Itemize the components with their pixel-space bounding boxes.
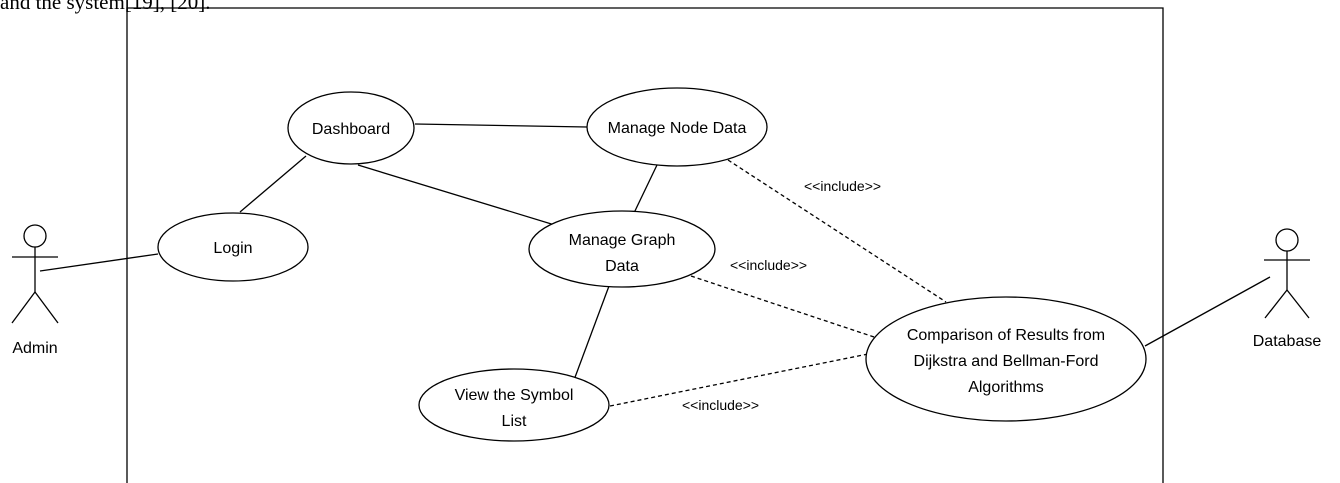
- actor-admin: [11, 224, 59, 324]
- use-case-label: Dashboard: [312, 121, 390, 138]
- assoc-node-graph: [633, 164, 658, 214]
- use-case-label-line-1: Comparison of Results from: [907, 327, 1105, 344]
- use-case-label-line-2: Dijkstra and Bellman-Ford: [914, 353, 1099, 370]
- include-graph-comparison: [690, 275, 881, 340]
- use-case-login: Login: [157, 212, 309, 282]
- system-boundary: [126, 7, 1164, 483]
- assoc-dashboard-graph: [357, 164, 559, 227]
- include-label-graph: <<include>>: [730, 257, 807, 273]
- use-case-label-line-2: List: [502, 413, 527, 430]
- use-case-label: Manage Node Data: [608, 120, 747, 137]
- assoc-admin-login: [39, 253, 159, 272]
- assoc-login-dashboard: [239, 155, 307, 213]
- use-case-manage-node-data: Manage Node Data: [586, 87, 768, 167]
- include-label-node: <<include>>: [804, 178, 881, 194]
- assoc-dashboard-node: [414, 123, 588, 128]
- use-case-dashboard: Dashboard: [287, 91, 415, 165]
- actor-database: [1264, 228, 1310, 319]
- use-case-label: Login: [213, 240, 252, 257]
- use-case-comparison: Comparison of Results from Dijkstra and …: [865, 296, 1147, 422]
- include-node-comparison: [727, 159, 947, 303]
- use-case-manage-graph-data: Manage Graph Data: [528, 210, 716, 288]
- use-case-label-line-3: Algorithms: [968, 379, 1044, 396]
- assoc-graph-symbol: [573, 285, 610, 381]
- include-symbol-comparison: [609, 353, 869, 407]
- actor-database-label: Database: [1253, 333, 1322, 350]
- include-label-symbol: <<include>>: [682, 397, 759, 413]
- assoc-comparison-database: [1144, 276, 1271, 347]
- use-case-label-line-1: View the Symbol: [455, 387, 574, 404]
- use-case-label-line-2: Data: [605, 258, 639, 275]
- actor-admin-label: Admin: [12, 340, 57, 357]
- actor-head: [1275, 228, 1299, 252]
- actor-head: [23, 224, 47, 248]
- use-case-view-symbol-list: View the Symbol List: [418, 368, 610, 442]
- cropped-paper-text: and the system[19], [20].: [0, 0, 211, 14]
- use-case-label-line-1: Manage Graph: [569, 232, 676, 249]
